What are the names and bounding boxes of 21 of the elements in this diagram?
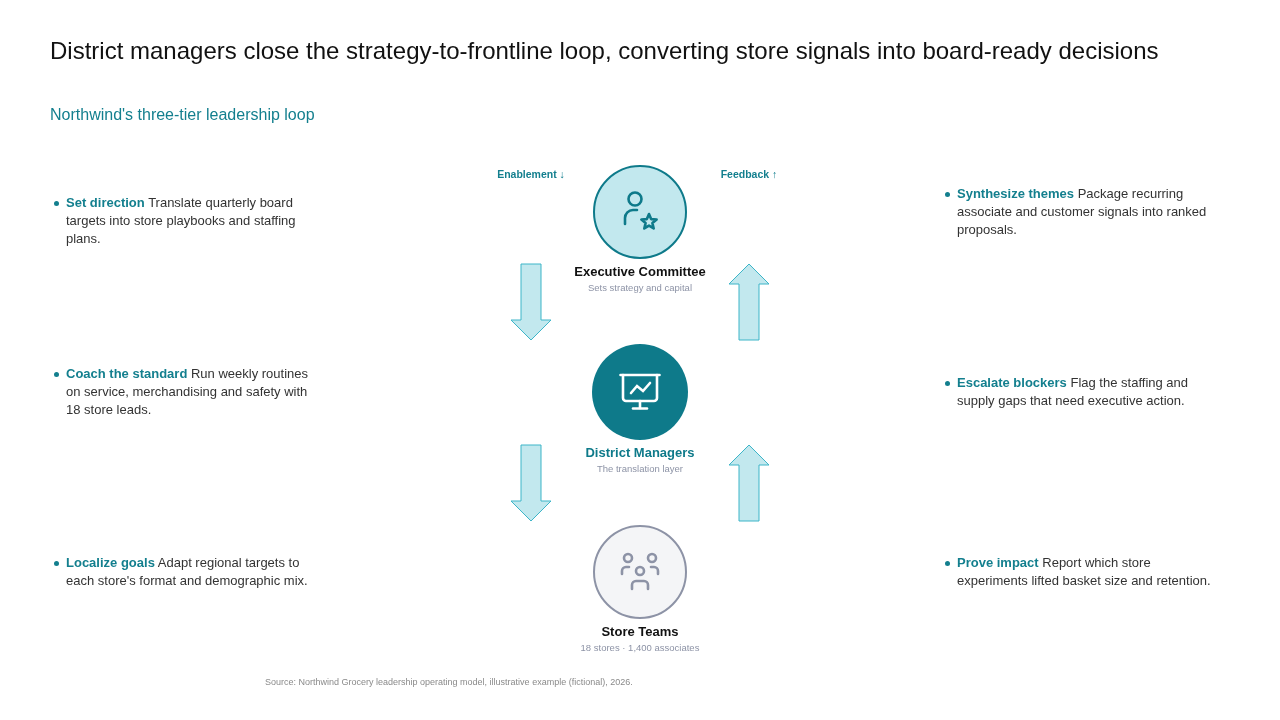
title: District managers close the strategy-to-frontline loop, converting store signals into board-ready decisions: [50, 37, 1159, 65]
block-arrow: [728, 444, 770, 522]
block-arrow: [510, 263, 552, 341]
source-note: Source: Northwind Grocery leadership operating model, illustrative example (fictional), 2026.: [265, 677, 633, 688]
flow-label: Enablement ↓: [497, 168, 565, 181]
block-arrow: [728, 263, 770, 341]
node-title: Executive Committee: [574, 264, 706, 279]
node-title: Store Teams: [601, 624, 679, 639]
subtitle: Northwind's three-tier leadership loop: [50, 105, 315, 124]
node-subtitle: 18 stores · 1,400 associates: [580, 642, 700, 654]
node-subtitle: The translation layer: [596, 463, 684, 475]
node-subtitle: Sets strategy and capital: [587, 282, 692, 294]
block-arrow: [510, 444, 552, 522]
bullet-text: Escalate blockers Flag the staffing and supply gaps that need executive action.: [957, 374, 1190, 410]
node-title: District Managers: [585, 445, 695, 460]
bullet-text: Set direction Translate quarterly board targets into store playbooks and staffing plans.: [66, 194, 297, 248]
bullet-text: Synthesize themes Package recurring associate and customer signals into ranked proposals.: [957, 185, 1208, 239]
bullet-text: Coach the standard Run weekly routines on service, merchandising and safety with 18 store leads.: [66, 365, 310, 419]
bullet-text: Prove impact Report which store experiments lifted basket size and retention.: [957, 554, 1212, 590]
flow-label: Feedback ↑: [720, 168, 778, 181]
bullet-text: Localize goals Adapt regional targets to each store's format and demographic mix.: [66, 554, 309, 590]
